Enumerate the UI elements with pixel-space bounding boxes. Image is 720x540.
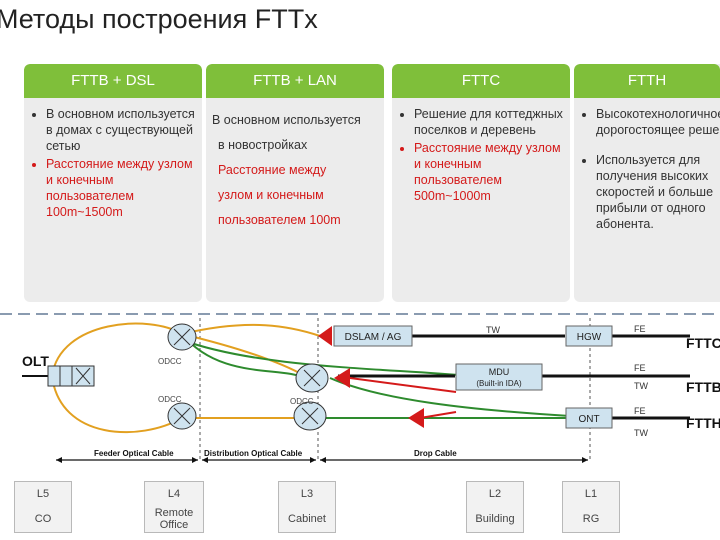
- pon-arrow: [408, 408, 424, 428]
- layer-level: L1: [584, 488, 598, 500]
- column-header: FTTB + LAN: [206, 64, 384, 98]
- column-fttb-dsl: FTTB + DSL В основном используется в дом…: [24, 64, 202, 302]
- cross-icon: [301, 407, 319, 425]
- copper-path: [329, 377, 571, 417]
- page-title: Методы построения FTTx: [0, 4, 318, 34]
- layer-box-l4: L4 Remote Office: [144, 481, 204, 533]
- layer-name: Remote Office: [154, 507, 194, 531]
- odcc-label: ODCC: [290, 397, 314, 406]
- bullet: Используется для получения высоких скоро…: [596, 152, 720, 232]
- bullet: Расстояние между узлом и конечным пользо…: [414, 140, 570, 204]
- mdu-label: MDU: [489, 367, 510, 377]
- arrow-head: [202, 457, 208, 463]
- layer-level: L3: [300, 488, 314, 500]
- bullet: Расстояние между узлом и конечным пользо…: [46, 156, 202, 220]
- dslam-box: [333, 325, 413, 347]
- layer-name: CO: [34, 513, 52, 525]
- arrow-head: [56, 457, 62, 463]
- segment-label: Feeder Optical Cable: [94, 449, 174, 458]
- arrow-head: [310, 457, 316, 463]
- fe-label: FE: [634, 363, 646, 373]
- copper-path: [181, 339, 471, 377]
- layer-box-l2: L2 Building: [466, 481, 524, 533]
- olt-label: OLT: [22, 353, 49, 369]
- odcc-label: ODCC: [158, 395, 182, 404]
- text-line: узлом и конечным: [218, 188, 324, 202]
- bullet: Решение для коттеджных поселков и дереве…: [414, 106, 570, 138]
- olt-device: [47, 365, 95, 387]
- layer-level: L5: [36, 488, 50, 500]
- pon-arrow: [334, 368, 350, 388]
- ont-box: [565, 407, 613, 429]
- column-header: FTTC: [392, 64, 570, 98]
- fe-label: FE: [634, 324, 646, 334]
- odcc-label: ODCC: [158, 357, 182, 366]
- mdu-sublabel: (Built-in IDA): [476, 379, 522, 388]
- column-ftth: FTTH Высокотехнологичное и дорогостоящее…: [574, 64, 720, 302]
- layer-name: Cabinet: [288, 513, 326, 525]
- cross-icon: [75, 367, 91, 385]
- fe-label: FE: [634, 406, 646, 416]
- hgw-box: [565, 325, 613, 347]
- fiber-path: [181, 323, 321, 337]
- column-header: FTTH: [574, 64, 720, 98]
- dslam-label: DSLAM / AG: [345, 332, 402, 343]
- layer-box-l3: L3 Cabinet: [278, 481, 336, 533]
- text-line: в новостройках: [218, 138, 308, 152]
- pon-line: [419, 411, 457, 419]
- cross-icon: [303, 369, 321, 387]
- cross-icon: [173, 407, 191, 425]
- layer-level: L2: [488, 488, 502, 500]
- network-diagram: OLT ODCC ODCC ODCC DSLAM / AG TW HGW FE …: [0, 313, 720, 463]
- fiber-path: [51, 375, 183, 434]
- layer-box-l5: L5 CO: [14, 481, 72, 533]
- layer-level: L4: [167, 488, 181, 500]
- fiber-path: [181, 333, 306, 377]
- ftth-label: FTTH: [686, 415, 720, 431]
- layer-name: Building: [475, 513, 515, 525]
- segment-label: Drop Cable: [414, 449, 457, 458]
- text-line: В основном используется: [212, 113, 361, 127]
- tw-label: TW: [486, 325, 500, 335]
- text-line: Расстояние между: [218, 163, 327, 177]
- cross-icon: [173, 328, 191, 346]
- tw-label: TW: [634, 381, 648, 391]
- arrow-head: [582, 457, 588, 463]
- layer-box-l1: L1 RG: [562, 481, 620, 533]
- fttc-label: FTTC: [686, 335, 720, 351]
- fiber-path: [51, 322, 183, 377]
- tw-label: TW: [634, 428, 648, 438]
- ont-label: ONT: [578, 414, 599, 425]
- copper-path: [181, 333, 306, 379]
- mdu-box: [455, 363, 543, 391]
- column-fttc: FTTC Решение для коттеджных поселков и д…: [392, 64, 570, 302]
- fttb-label: FTTB: [686, 379, 720, 395]
- arrow-head: [320, 457, 326, 463]
- layer-name: RG: [582, 513, 600, 525]
- pon-line: [349, 377, 457, 393]
- hgw-label: HGW: [577, 332, 602, 343]
- column-fttb-lan: FTTB + LAN В основном используется в нов…: [206, 64, 384, 302]
- arrow-head: [192, 457, 198, 463]
- bullet: Высокотехнологичное и дорогостоящее реше…: [596, 106, 720, 138]
- segment-label: Distribution Optical Cable: [204, 449, 303, 458]
- text-line: пользователем 100m: [218, 213, 341, 227]
- bullet: В основном используется в домах с сущест…: [46, 106, 202, 154]
- pon-arrow: [318, 326, 332, 346]
- column-header: FTTB + DSL: [24, 64, 202, 98]
